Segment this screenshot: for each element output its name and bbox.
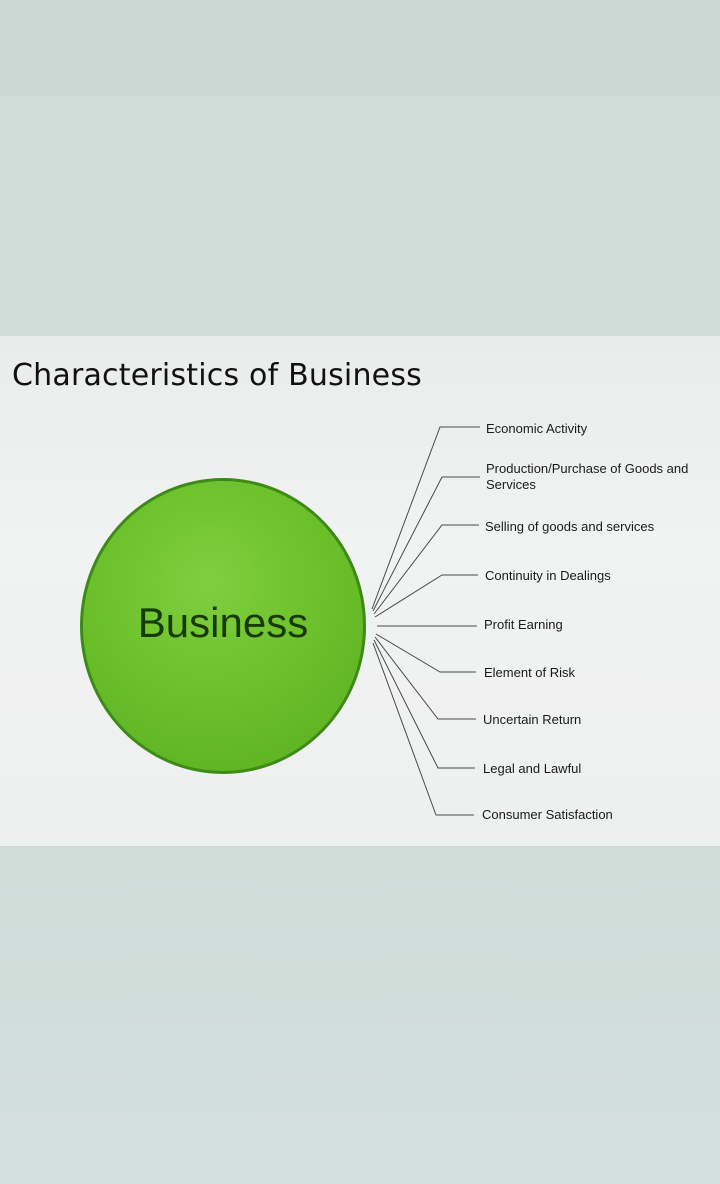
slide-title: Characteristics of Business <box>12 358 422 393</box>
connector-line-2 <box>373 524 479 615</box>
connector-line-1 <box>372 476 480 612</box>
connector-line-5 <box>375 633 476 673</box>
item-production-purchase: Production/Purchase of Goods and Service… <box>486 461 689 492</box>
connector-line-7 <box>373 639 475 769</box>
item-profit-earning: Profit Earning <box>484 617 563 632</box>
connector-line-0 <box>371 426 480 610</box>
item-element-risk: Element of Risk <box>484 665 576 680</box>
connector-lines <box>371 426 480 816</box>
item-economic-activity: Economic Activity <box>486 421 588 436</box>
slide: Characteristics of Business Business Eco… <box>0 336 720 846</box>
connector-line-3 <box>374 574 478 618</box>
background-bottom <box>0 846 720 1184</box>
item-uncertain-return: Uncertain Return <box>483 712 582 727</box>
background-top <box>0 0 720 96</box>
connector-line-8 <box>372 642 474 816</box>
background-upper <box>0 96 720 336</box>
connector-line-6 <box>374 636 476 720</box>
item-selling-goods: Selling of goods and services <box>485 519 655 534</box>
item-continuity-dealings: Continuity in Dealings <box>485 568 611 583</box>
item-legal-lawful: Legal and Lawful <box>483 761 582 776</box>
business-circle: Business <box>80 478 366 774</box>
item-consumer-satisfaction: Consumer Satisfaction <box>482 807 613 822</box>
business-label: Business <box>137 599 309 646</box>
